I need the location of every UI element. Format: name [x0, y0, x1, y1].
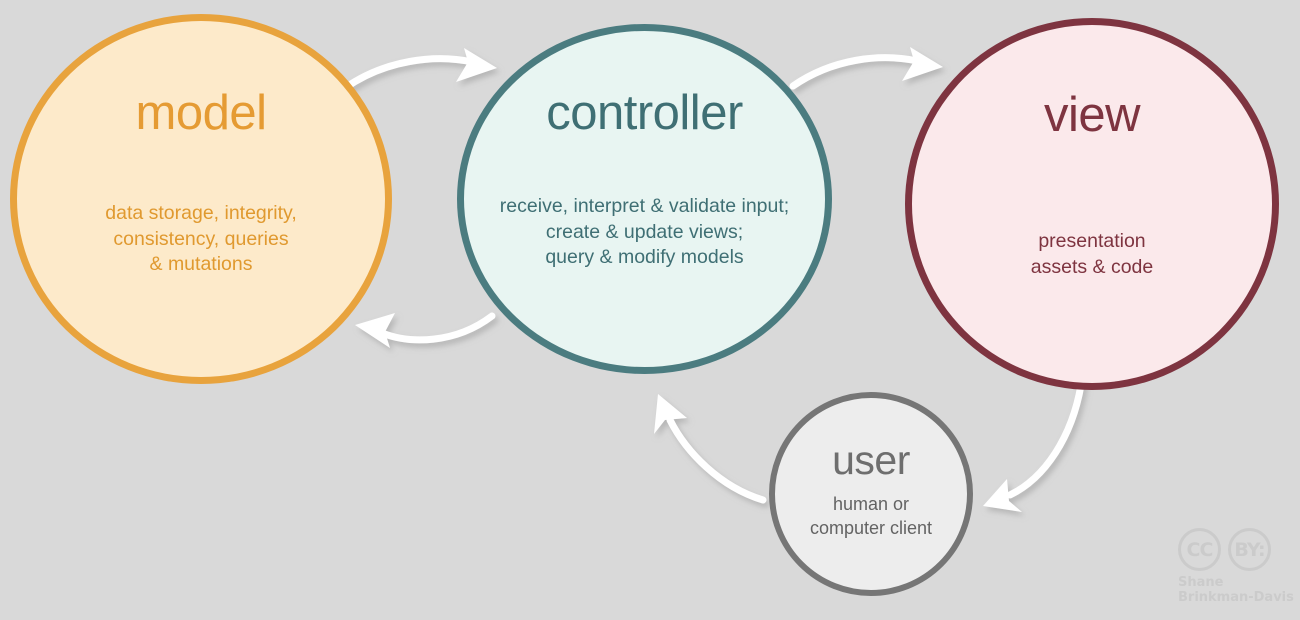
cc-license-marks: CC BY: [1178, 528, 1290, 571]
node-model[interactable]: model data storage, integrity, consisten… [10, 14, 392, 384]
cc-icon: CC [1178, 528, 1221, 571]
node-user[interactable]: user human or computer client [769, 392, 973, 596]
node-user-description: human or computer client [810, 493, 932, 541]
arrow-model-to-controller [341, 48, 497, 92]
node-model-description: data storage, integrity, consistency, qu… [105, 201, 297, 278]
node-model-description-line: & mutations [149, 253, 253, 276]
node-model-description-line: consistency, queries [113, 227, 289, 250]
arrow-controller-to-model [355, 312, 496, 348]
author-credit: Shane Brinkman-Davis [1178, 575, 1294, 605]
node-controller-description-line: receive, interpret & validate input; [499, 195, 790, 217]
node-controller-description-line: query & modify models [545, 246, 744, 269]
node-user-description-line: human or [832, 494, 910, 514]
node-user-title: user [832, 437, 910, 483]
node-controller-description-line: create & update views; [545, 220, 744, 243]
node-view-description-line: assets & code [1030, 255, 1154, 278]
arrow-view-to-user [983, 381, 1085, 512]
author-first-name: Shane [1178, 575, 1224, 590]
arrow-user-to-controller [654, 394, 767, 504]
node-view-description-line: presentation [1038, 230, 1146, 252]
node-model-title: model [135, 86, 267, 140]
node-view-description: presentation assets & code [1031, 229, 1153, 280]
node-model-description-line: data storage, integrity, [105, 202, 297, 224]
node-user-description-line: computer client [809, 517, 933, 538]
node-controller-title: controller [546, 86, 743, 140]
node-view-title: view [1043, 88, 1141, 142]
arrow-controller-to-view [789, 47, 943, 90]
author-last-name: Brinkman-Davis [1178, 589, 1294, 605]
node-controller[interactable]: controller receive, interpret & validate… [457, 24, 832, 374]
node-view[interactable]: view presentation assets & code [905, 18, 1279, 390]
creative-commons-attribution: CC BY: Shane Brinkman-Davis [1178, 528, 1294, 610]
node-controller-description: receive, interpret & validate input; cre… [500, 194, 789, 271]
cc-by-icon: BY: [1228, 528, 1271, 571]
